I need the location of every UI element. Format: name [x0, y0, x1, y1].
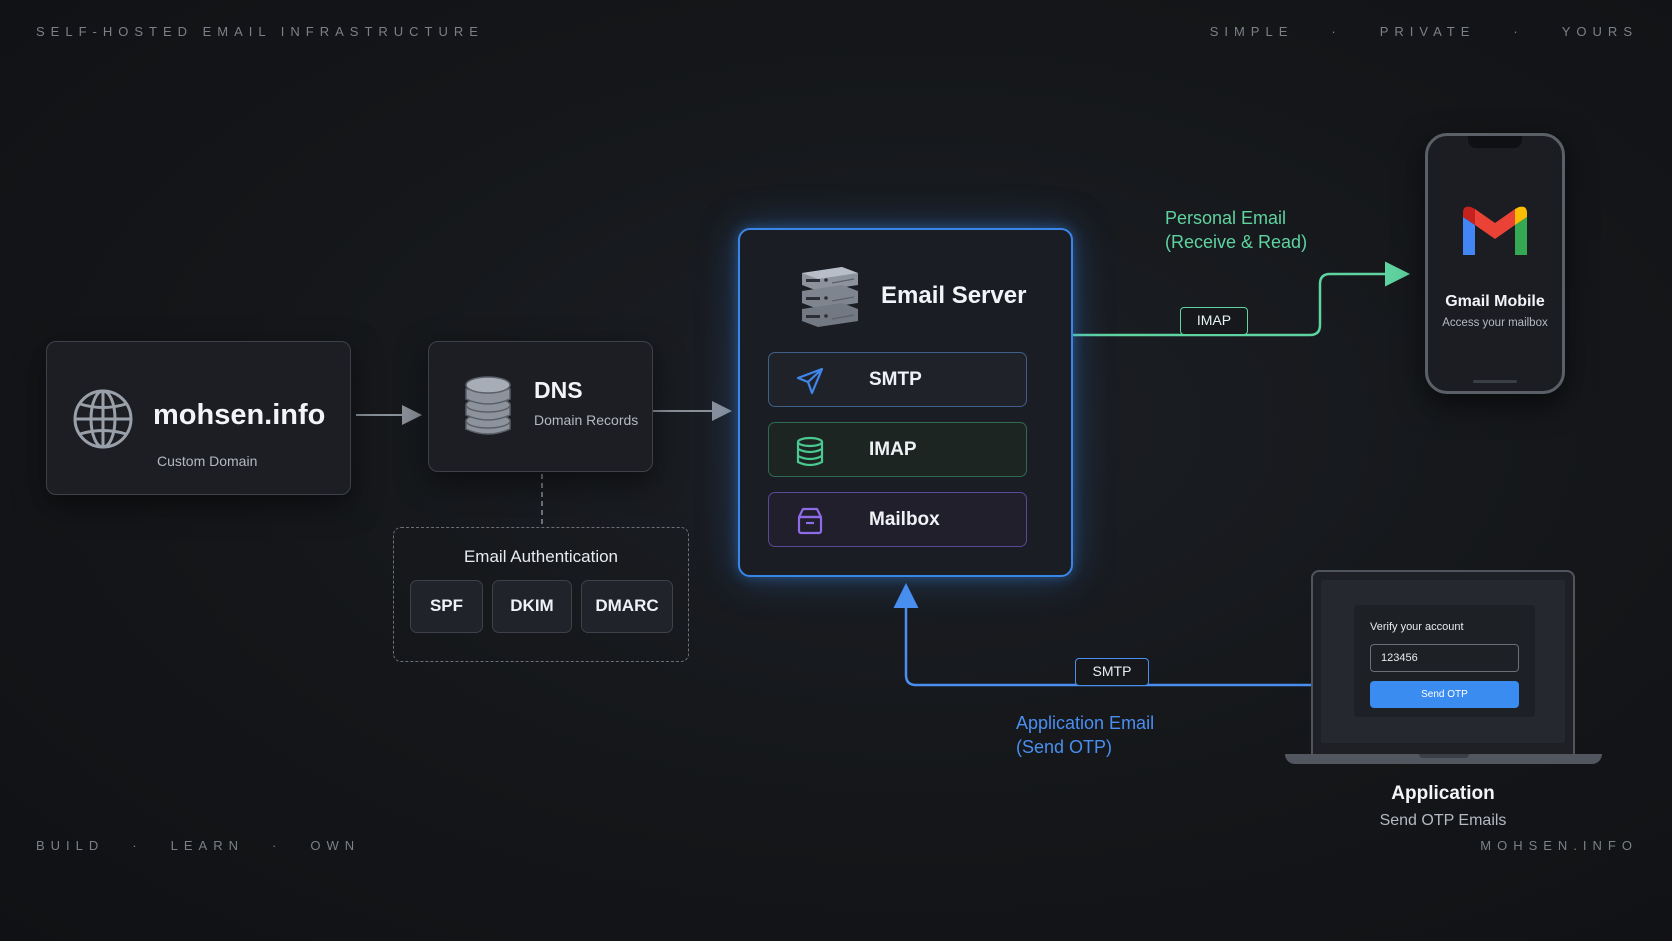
footer-motto: BUILD · LEARN · OWN: [36, 838, 360, 853]
otp-card-title: Verify your account: [1370, 621, 1464, 633]
motto-learn: LEARN: [170, 838, 244, 853]
dns-subtitle: Domain Records: [534, 412, 639, 428]
tagline-simple: SIMPLE: [1209, 24, 1294, 39]
laptop-base: [1285, 754, 1602, 764]
phone-home-bar: [1473, 380, 1517, 383]
tagline-private: PRIVATE: [1379, 24, 1476, 39]
motto-build: BUILD: [36, 838, 105, 853]
phone-notch: [1468, 136, 1522, 148]
paper-plane-icon: [796, 367, 824, 395]
personal-flow-line1: Personal Email: [1165, 208, 1287, 228]
service-smtp: SMTP: [768, 352, 1027, 407]
phone-title: Gmail Mobile: [1445, 293, 1545, 310]
smtp-protocol-badge: SMTP: [1075, 658, 1149, 686]
application-title: Application: [1391, 783, 1495, 804]
database-icon: [796, 436, 824, 467]
globe-icon: [73, 389, 133, 449]
service-mailbox: Mailbox: [768, 492, 1027, 547]
dns-title: DNS: [534, 377, 583, 403]
header-tagline: SIMPLE · PRIVATE · YOURS: [1210, 24, 1638, 39]
service-smtp-label: SMTP: [869, 369, 922, 390]
service-mailbox-label: Mailbox: [869, 509, 940, 530]
application-subtitle: Send OTP Emails: [1379, 812, 1507, 829]
tagline-yours: YOURS: [1561, 24, 1638, 39]
motto-separator: ·: [132, 838, 143, 853]
header-title: SELF-HOSTED EMAIL INFRASTRUCTURE: [36, 24, 484, 39]
email-server-node: Email Server SMTP IMAP Mailbox: [738, 228, 1073, 577]
tagline-separator: ·: [1513, 24, 1524, 39]
otp-card: Verify your account 123456 Send OTP: [1354, 605, 1535, 717]
server-rack-icon: [802, 267, 858, 327]
domain-subtitle: Custom Domain: [157, 453, 258, 469]
dns-node: DNS Domain Records: [428, 341, 653, 472]
motto-separator: ·: [272, 838, 283, 853]
laptop-screen: Verify your account 123456 Send OTP: [1321, 580, 1565, 743]
service-imap: IMAP: [768, 422, 1027, 477]
auth-spf: SPF: [410, 580, 483, 633]
auth-dmarc: DMARC: [581, 580, 673, 633]
server-title: Email Server: [881, 282, 1027, 309]
laptop-base-notch: [1419, 754, 1469, 758]
domain-title: mohsen.info: [153, 399, 326, 431]
footer-site: MOHSEN.INFO: [1480, 838, 1638, 853]
app-flow-line1: Application Email: [1016, 713, 1155, 733]
tagline-separator: ·: [1331, 24, 1342, 39]
auth-title: Email Authentication: [463, 547, 619, 566]
database-icon: [465, 376, 511, 435]
app-flow-label: Application Email (Send OTP): [1016, 711, 1154, 759]
personal-flow-line2: (Receive & Read): [1165, 232, 1308, 252]
gmail-logo-icon: [1463, 206, 1527, 255]
imap-flow-line: [1073, 261, 1410, 337]
imap-protocol-badge: IMAP: [1180, 307, 1248, 335]
phone-subtitle: Access your mailbox: [1442, 317, 1548, 329]
app-flow-line2: (Send OTP): [1016, 737, 1113, 757]
otp-input[interactable]: 123456: [1370, 644, 1519, 672]
motto-own: OWN: [310, 838, 361, 853]
send-otp-button[interactable]: Send OTP: [1370, 681, 1519, 708]
personal-flow-label: Personal Email (Receive & Read): [1165, 206, 1307, 254]
smtp-flow-line: [893, 583, 1311, 687]
domain-node: mohsen.info Custom Domain: [46, 341, 351, 495]
phone-device: Gmail Mobile Access your mailbox: [1425, 133, 1565, 394]
auth-group: Email Authentication SPF DKIM DMARC: [393, 527, 689, 662]
laptop-device: Verify your account 123456 Send OTP: [1311, 570, 1575, 755]
service-imap-label: IMAP: [869, 439, 917, 460]
inbox-icon: [797, 507, 823, 535]
auth-dkim: DKIM: [492, 580, 572, 633]
